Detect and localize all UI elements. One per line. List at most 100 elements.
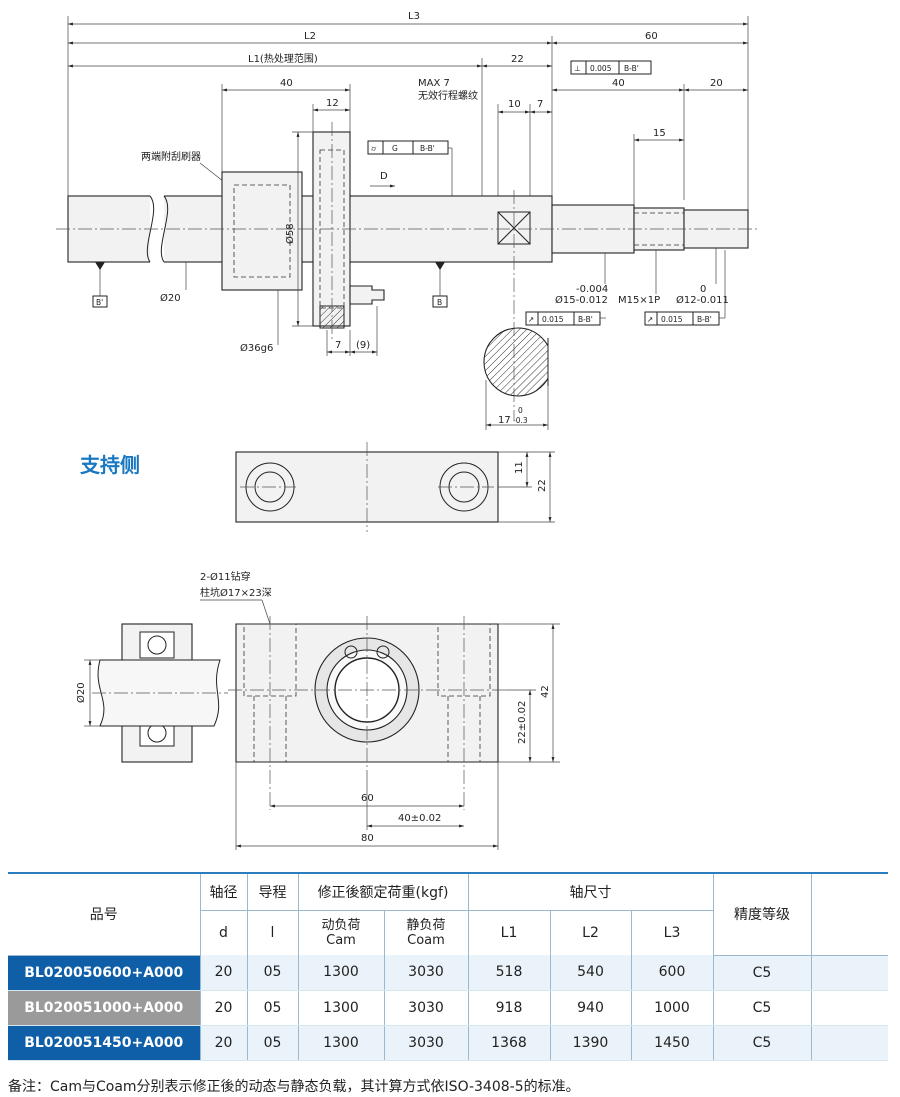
svg-text:↗: ↗ — [647, 315, 653, 324]
runout1-ref: B-B' — [578, 315, 593, 324]
cell-grade: C5 — [713, 955, 812, 991]
cell-L3: 600 — [631, 955, 714, 991]
wiper-label: 两端附刮刷器 — [141, 150, 201, 163]
part-number: BL020050600+A000 — [8, 955, 201, 991]
cell-blank — [811, 990, 888, 1026]
dim-phi36g6: Ø36g6 — [240, 342, 273, 354]
hdr-coam-line2: Coam — [407, 933, 445, 948]
cell-L3: 1000 — [631, 990, 714, 1026]
hdr-L1: L1 — [468, 910, 551, 955]
cell-L2: 940 — [550, 990, 632, 1026]
cell-L2: 540 — [550, 955, 632, 991]
dim-42: 42 — [540, 685, 551, 698]
dim-11: 11 — [514, 461, 525, 474]
cell-d: 20 — [200, 955, 248, 991]
datum-b-prime: B' — [96, 298, 103, 307]
dim-40tol: 40±0.02 — [398, 813, 441, 824]
dim-phi12: Ø12-0.011 — [676, 294, 729, 306]
screw-side-view: L3 L2 60 L1(热处理范围) 22 ⊥ 0.005 B-B' 40 12… — [56, 11, 760, 430]
support-title: 支持侧 — [80, 453, 140, 477]
dim-m15: M15×1P — [618, 295, 660, 306]
dim-L3: L3 — [408, 11, 420, 22]
dim-phi20: Ø20 — [160, 292, 181, 304]
dim-9: (9) — [356, 340, 370, 351]
dim-20: 20 — [710, 78, 723, 89]
dim-80: 80 — [361, 833, 374, 844]
cell-cam: 1300 — [298, 990, 385, 1026]
cell-d: 20 — [200, 1025, 248, 1061]
support-side-views: 支持侧 11 22 2-Ø11钻穿 柱坑Ø17×23深 Ø20 — [75, 442, 560, 850]
hdr-cam-line2: Cam — [326, 933, 356, 948]
dim-L1: L1(热处理范围) — [248, 52, 318, 65]
dim-60-support: 60 — [361, 793, 374, 804]
dim-10: 10 — [508, 99, 521, 110]
cell-blank — [811, 955, 888, 991]
runout1-value: 0.015 — [542, 315, 564, 324]
cell-grade: C5 — [713, 990, 812, 1026]
dim-40-left: 40 — [280, 78, 293, 89]
hdr-part-no: 品号 — [8, 872, 201, 956]
perp-value: 0.005 — [590, 64, 612, 73]
part-number: BL020051450+A000 — [8, 1025, 201, 1061]
cell-coam: 3030 — [384, 990, 469, 1026]
table-row: BL020051450+A000 20 05 1300 3030 1368 13… — [8, 1025, 888, 1061]
dim-15: 15 — [653, 128, 666, 139]
cell-l: 05 — [247, 990, 299, 1026]
dim-22-top: 22 — [537, 479, 548, 492]
svg-text:↗: ↗ — [528, 315, 534, 324]
cell-coam: 3030 — [384, 955, 469, 991]
dim-phi20-support: Ø20 — [75, 682, 87, 703]
cell-blank — [811, 1025, 888, 1061]
thread-note: 无效行程螺纹 — [418, 89, 478, 102]
hdr-shaft-dia: 轴径 — [200, 872, 248, 911]
perp-ref: B-B' — [624, 64, 639, 73]
svg-text:⌭: ⌭ — [371, 144, 377, 153]
key-tol-bot: -0.3 — [513, 416, 528, 425]
footnote: 备注：Cam与Coam分别表示修正後的动态与静态负载，其计算方式依ISO-340… — [8, 1079, 580, 1095]
runout2-value: 0.015 — [661, 315, 683, 324]
table-row: BL020051000+A000 20 05 1300 3030 918 940… — [8, 990, 888, 1026]
hdr-grade: 精度等级 — [713, 872, 812, 956]
dim-7: 7 — [537, 99, 543, 110]
datum-b: B — [437, 298, 442, 307]
cell-d: 20 — [200, 990, 248, 1026]
key-tol-top: 0 — [518, 406, 523, 415]
dim-22: 22 — [511, 54, 524, 65]
dim-60: 60 — [645, 31, 658, 42]
g-ref: B-B' — [420, 144, 435, 153]
tol-zero: 0 — [700, 284, 706, 295]
dim-12: 12 — [326, 98, 339, 109]
cell-L1: 1368 — [468, 1025, 551, 1061]
dim-L2: L2 — [304, 31, 316, 42]
hdr-cam-line1: 动负荷 — [321, 918, 361, 933]
header-row-1: 品号 轴径 导程 修正後额定荷重(kgf) 轴尺寸 精度等级 — [8, 872, 888, 956]
hdr-l: l — [247, 910, 299, 955]
cell-cam: 1300 — [298, 955, 385, 991]
hdr-L2: L2 — [550, 910, 632, 955]
dim-22tol: 22±0.02 — [517, 701, 528, 744]
table-row: BL020050600+A000 20 05 1300 3030 518 540… — [8, 955, 888, 991]
g-value: G — [392, 144, 398, 153]
hdr-blank — [811, 872, 888, 956]
hdr-coam-line1: 静负荷 — [406, 918, 446, 933]
hole-note-2: 柱坑Ø17×23深 — [200, 586, 272, 599]
key-17: 17 — [498, 415, 511, 426]
cell-coam: 3030 — [384, 1025, 469, 1061]
d-label: D — [380, 171, 388, 182]
tol-minus-004: -0.004 — [576, 284, 608, 295]
dim-7b: 7 — [335, 340, 341, 351]
dim-40-right: 40 — [612, 78, 625, 89]
part-number: BL020051000+A000 — [8, 990, 201, 1026]
cell-L3: 1450 — [631, 1025, 714, 1061]
cell-L1: 518 — [468, 955, 551, 991]
runout2-ref: B-B' — [697, 315, 712, 324]
cell-cam: 1300 — [298, 1025, 385, 1061]
cell-grade: C5 — [713, 1025, 812, 1061]
hdr-L3: L3 — [631, 910, 714, 955]
cell-l: 05 — [247, 955, 299, 991]
cell-l: 05 — [247, 1025, 299, 1061]
